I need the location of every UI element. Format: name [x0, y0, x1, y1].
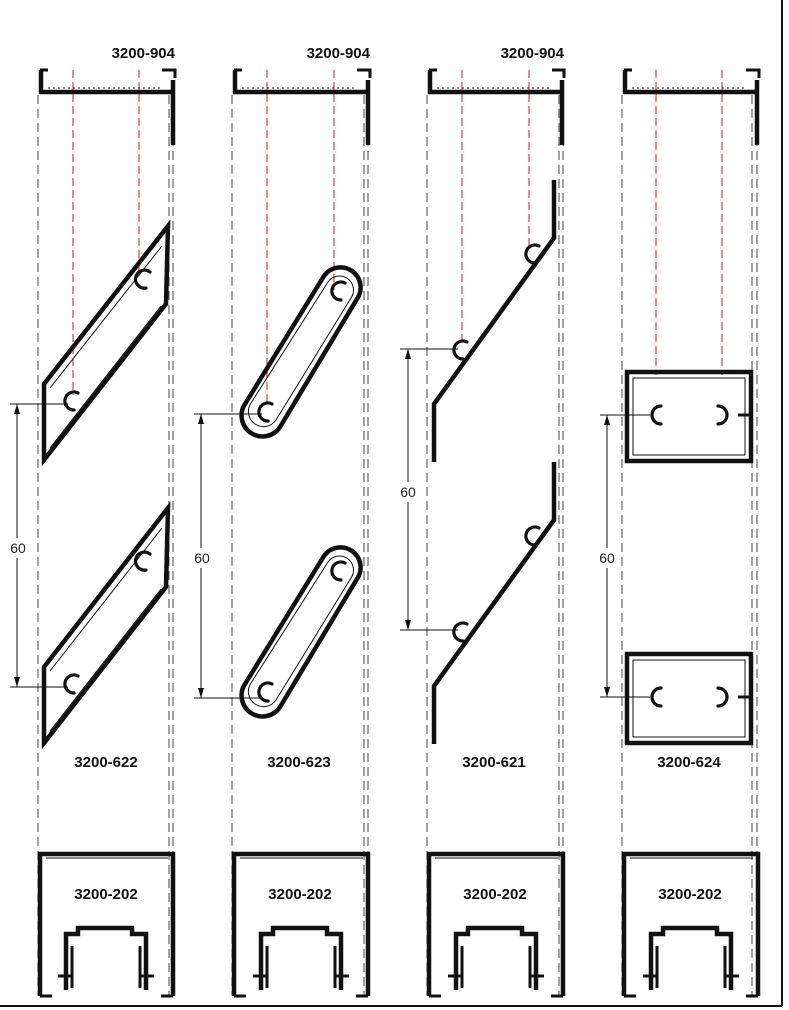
slat-profile-upper-1	[41, 219, 171, 467]
slat-profile-lower-4	[624, 651, 754, 746]
column-3: 3200-904 60 3200-621	[400, 45, 566, 998]
slat-profile-upper-3	[431, 180, 557, 462]
dimension-label: 60	[400, 484, 416, 500]
slat-profile-lower-1	[41, 501, 171, 750]
dimension-label: 60	[599, 550, 615, 566]
bottom-sill-profile-2	[231, 851, 371, 998]
column-2: 3200-904 60 3200-623	[194, 45, 372, 998]
bottom-label: 3200-202	[268, 886, 331, 903]
slat-profile-lower-3	[431, 462, 557, 744]
column-4: 60 3200-624 3200-202	[599, 68, 761, 998]
dimension-label: 60	[10, 540, 26, 556]
dimension-label: 60	[194, 550, 210, 566]
pitch-dimension-3: 60	[400, 348, 458, 631]
pitch-dimension-2: 60	[194, 413, 262, 699]
top-head-profile-3	[427, 68, 566, 145]
slat-profile-upper-4	[624, 369, 754, 464]
top-head-profile-4	[622, 68, 761, 145]
profile-label: 3200-624	[657, 754, 721, 771]
top-label: 3200-904	[501, 45, 565, 62]
bottom-label: 3200-202	[463, 886, 526, 903]
profile-label: 3200-622	[74, 754, 137, 771]
bottom-sill-profile-3	[426, 851, 566, 998]
slat-profile-upper-2	[239, 265, 363, 439]
bottom-label: 3200-202	[658, 886, 721, 903]
pitch-dimension-1: 60	[10, 403, 68, 688]
bottom-sill-profile-4	[621, 851, 761, 998]
profile-label: 3200-623	[267, 754, 330, 771]
pitch-dimension-4: 60	[599, 414, 650, 698]
top-head-profile-1	[38, 68, 177, 145]
slat-profile-lower-2	[239, 545, 363, 719]
profile-label: 3200-621	[462, 754, 525, 771]
bottom-sill-profile-1	[37, 851, 176, 998]
top-head-profile-2	[232, 68, 372, 145]
bottom-label: 3200-202	[74, 886, 137, 903]
top-label: 3200-904	[307, 45, 371, 62]
top-label: 3200-904	[112, 45, 176, 62]
column-1: 3200-904 60 3200-622	[10, 45, 177, 998]
